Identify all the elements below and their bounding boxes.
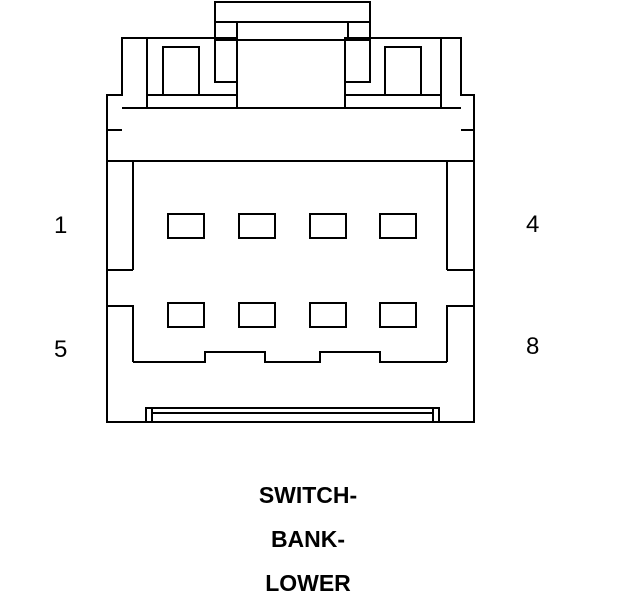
pin-cavities-top-row [167,213,417,239]
inner-bottom-profile [133,351,447,363]
left-upper-housing [106,37,238,131]
top-latch [214,1,371,41]
right-key [446,160,474,362]
pin-cavity [309,302,347,328]
pin-cavity [309,213,347,239]
pin-label-bottom-right: 8 [526,333,540,360]
pin-label-top-left: 1 [54,212,68,239]
pin-cavity [167,302,205,328]
pin-cavity [238,213,276,239]
pin-cavity [238,302,276,328]
caption-line-1: SWITCH- [258,482,358,508]
right-upper-housing [344,37,475,131]
pin-label-bottom-left: 5 [54,336,68,363]
pin-cavities-bottom-row [167,302,417,328]
pin-cavity [379,302,417,328]
bottom-rail [145,407,440,423]
pin-cavity [379,213,417,239]
connector-body [106,107,475,423]
caption-line-2: BANK- [270,526,346,552]
left-key [107,160,134,362]
pin-label-top-right: 4 [526,211,540,238]
pin-cavity [167,213,205,239]
caption-line-3: LOWER [265,570,351,596]
